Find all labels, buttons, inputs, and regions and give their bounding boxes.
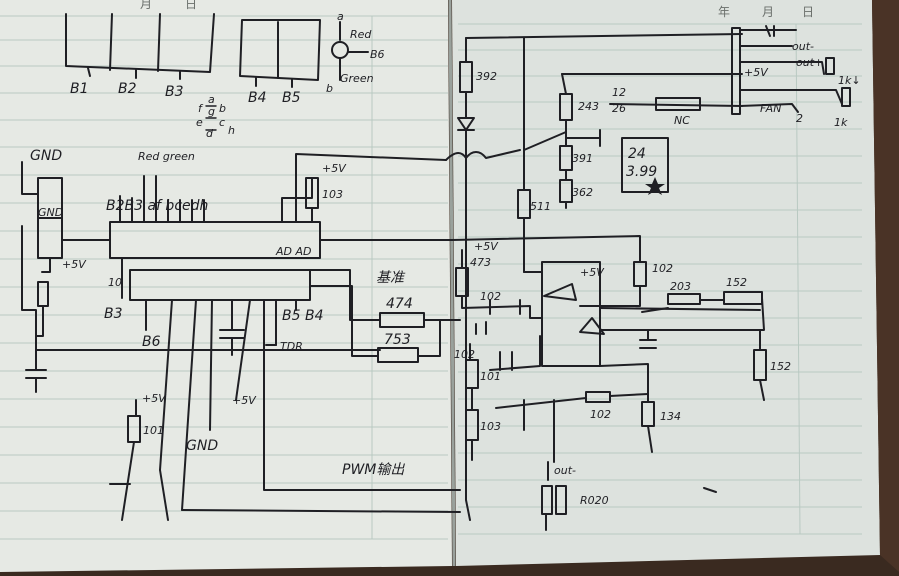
label-gnd-side: GND [38, 206, 63, 219]
label-r103: 103 [480, 420, 501, 433]
label-gnd-top: GND [30, 148, 62, 164]
label-pin-5v: +5V [62, 258, 87, 271]
label-r101b: 101 [480, 370, 501, 383]
label-bus: B2B3 af bcedh [106, 198, 208, 214]
label-b2: B2 [118, 81, 137, 97]
label-opamp-5v2: +5V [580, 266, 605, 279]
label-r203: 203 [670, 280, 691, 293]
label-ad: AD AD [275, 245, 312, 258]
label-r020: R020 [580, 494, 609, 507]
label-out-minus: out- [792, 40, 814, 53]
label-fan-1k: 1k [834, 116, 848, 129]
label-r391: 391 [572, 152, 593, 165]
label-b1: B1 [70, 81, 89, 97]
led-label-a: a [337, 10, 344, 23]
label-fan: FAN [760, 102, 781, 115]
led-label-b: b [326, 82, 333, 95]
label-pullup-5v: +5V [322, 162, 347, 175]
label-r753: 753 [384, 332, 411, 348]
header-year: 年 [718, 5, 730, 19]
label-r101: 101 [143, 424, 164, 437]
label-n2: 2 [796, 112, 803, 125]
led-label-green: Green [340, 72, 374, 85]
label-r102d: 102 [652, 262, 673, 275]
label-pin-b6: B6 [142, 334, 161, 350]
legend-e: e [196, 116, 203, 129]
label-pin-10: 10 [108, 276, 122, 289]
legend-f: f [198, 102, 204, 115]
header-day: 日 [802, 5, 814, 19]
label-r102c: 102 [590, 408, 611, 421]
right-page [452, 0, 880, 566]
label-r102a: 102 [480, 290, 501, 303]
label-red-green: Red green [138, 150, 195, 163]
ruled-lines-right [458, 23, 862, 535]
label-pin-b3: B3 [104, 306, 123, 322]
label-b4: B4 [248, 90, 267, 106]
label-b6: B6 [370, 48, 385, 61]
legend-b: b [219, 102, 226, 115]
right-schematic [445, 25, 851, 531]
label-r362: 362 [572, 186, 593, 199]
label-pullup-103: 103 [322, 188, 343, 201]
ruled-lines-left [0, 15, 448, 540]
label-r134: 134 [660, 410, 681, 423]
label-tdr: TDR [280, 340, 303, 353]
led-label-red: Red [350, 28, 372, 41]
label-out-plus: out+ [796, 56, 823, 69]
label-n12: 12 [612, 86, 626, 99]
left-page [0, 0, 452, 572]
legend-g: g [208, 105, 215, 118]
label-r152a: 152 [726, 276, 747, 289]
sticker-line1: 24 [628, 146, 646, 162]
seven-segment-displays [65, 13, 321, 88]
label-nc: NC [674, 114, 690, 127]
label-r474: 474 [386, 296, 413, 312]
legend-h: h [228, 124, 235, 137]
label-pin-b5b4: B5 B4 [282, 308, 323, 324]
label-5v-b: +5V [232, 394, 257, 407]
label-b3: B3 [165, 84, 184, 100]
legend-d: d [206, 127, 214, 140]
label-fan-note: 1k↓ [838, 74, 861, 87]
bicolor-led [331, 21, 369, 81]
header-month-left: 月 [140, 0, 152, 11]
legend-a: a [208, 93, 215, 106]
label-reference: 基准 [376, 270, 406, 286]
label-b5: B5 [282, 90, 301, 106]
mcu-wiring [21, 153, 461, 521]
legend-c: c [219, 116, 225, 129]
label-opamp-5v: +5V [474, 240, 499, 253]
label-r473: 473 [470, 256, 491, 269]
label-r511: 511 [530, 200, 551, 213]
header-month: 月 [762, 5, 774, 19]
label-pwm: PWM输出 [342, 462, 405, 478]
label-conn-5v: +5V [744, 66, 769, 79]
star-icon [645, 177, 665, 195]
label-r102b: 102 [454, 348, 475, 361]
segment-legend [205, 105, 217, 131]
sticker-line2: 3.99 [626, 164, 657, 180]
label-r392: 392 [476, 70, 497, 83]
label-5v-a: +5V [142, 392, 167, 405]
label-n26: 26 [612, 102, 626, 115]
label-out: out- [554, 464, 576, 477]
book-edge [872, 0, 899, 572]
label-gnd-bottom: GND [186, 438, 218, 454]
label-r152b: 152 [770, 360, 791, 373]
header-day-left: 日 [185, 0, 197, 11]
label-r243: 243 [578, 100, 599, 113]
